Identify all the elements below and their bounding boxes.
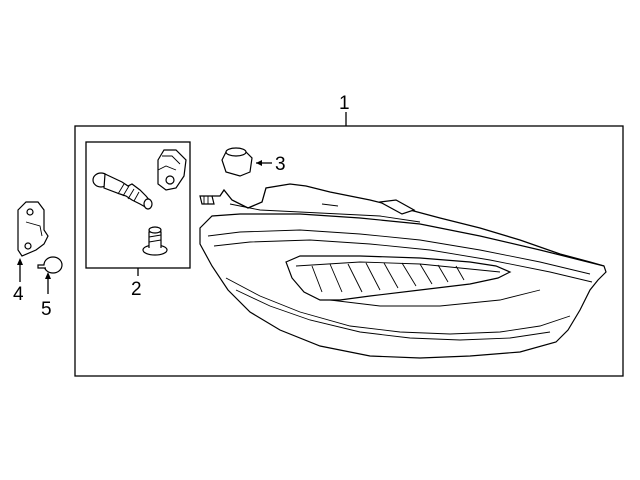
bulb-drawing bbox=[92, 172, 153, 210]
bulb-kit-box bbox=[85, 141, 191, 276]
callout-4: 4 bbox=[13, 284, 24, 305]
tail-lamp-drawing bbox=[199, 183, 607, 359]
socket-drawing bbox=[157, 149, 187, 191]
assembly-frame bbox=[74, 112, 624, 377]
mounting-stud bbox=[199, 195, 215, 205]
screw-drawing bbox=[142, 226, 168, 256]
bracket-drawing bbox=[17, 201, 49, 282]
callout-2: 2 bbox=[131, 279, 142, 300]
push-pin-drawing bbox=[37, 256, 63, 294]
callout-3: 3 bbox=[275, 154, 286, 175]
grommet-drawing bbox=[221, 147, 272, 177]
callout-1: 1 bbox=[339, 93, 350, 114]
callout-5: 5 bbox=[41, 299, 52, 320]
